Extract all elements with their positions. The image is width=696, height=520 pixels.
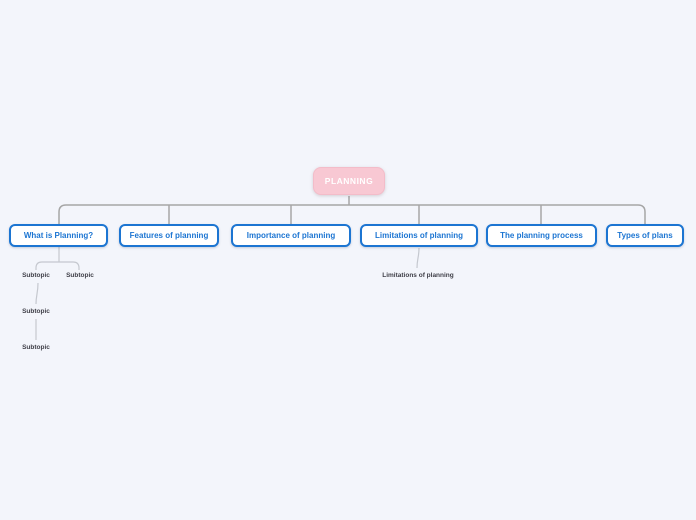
subtopic-node[interactable]: Subtopic [22,308,50,315]
trunk-connector-line [58,204,646,224]
subtopic-node[interactable]: Subtopic [22,272,50,279]
node-types-of-plans[interactable]: Types of plans [606,224,684,247]
node-the-planning-process[interactable]: The planning process [486,224,597,247]
node-features-of-planning[interactable]: Features of planning [119,224,219,247]
subtopic-node[interactable]: Subtopic [66,272,94,279]
node-limitations-of-planning[interactable]: Limitations of planning [360,224,478,247]
child-node-label: Features of planning [129,231,209,240]
child-node-label: Importance of planning [246,231,336,240]
child-node-label: The planning process [500,231,583,240]
node-importance-of-planning[interactable]: Importance of planning [231,224,351,247]
subtopic-fork-line [35,261,80,270]
child-node-label: Types of plans [617,231,673,240]
node-what-is-planning[interactable]: What is Planning? [9,224,108,247]
child-node-label: Limitations of planning [375,231,463,240]
subtopic-chain-line [35,282,39,305]
root-node-label: PLANNING [324,176,374,186]
node-planning-root[interactable]: PLANNING [313,167,385,195]
subtopic-stem-line [416,247,420,269]
subtopic-node[interactable]: Subtopic [22,344,50,351]
child-node-label: What is Planning? [23,231,94,240]
subtopic-node-limitations[interactable]: Limitations of planning [382,272,454,279]
